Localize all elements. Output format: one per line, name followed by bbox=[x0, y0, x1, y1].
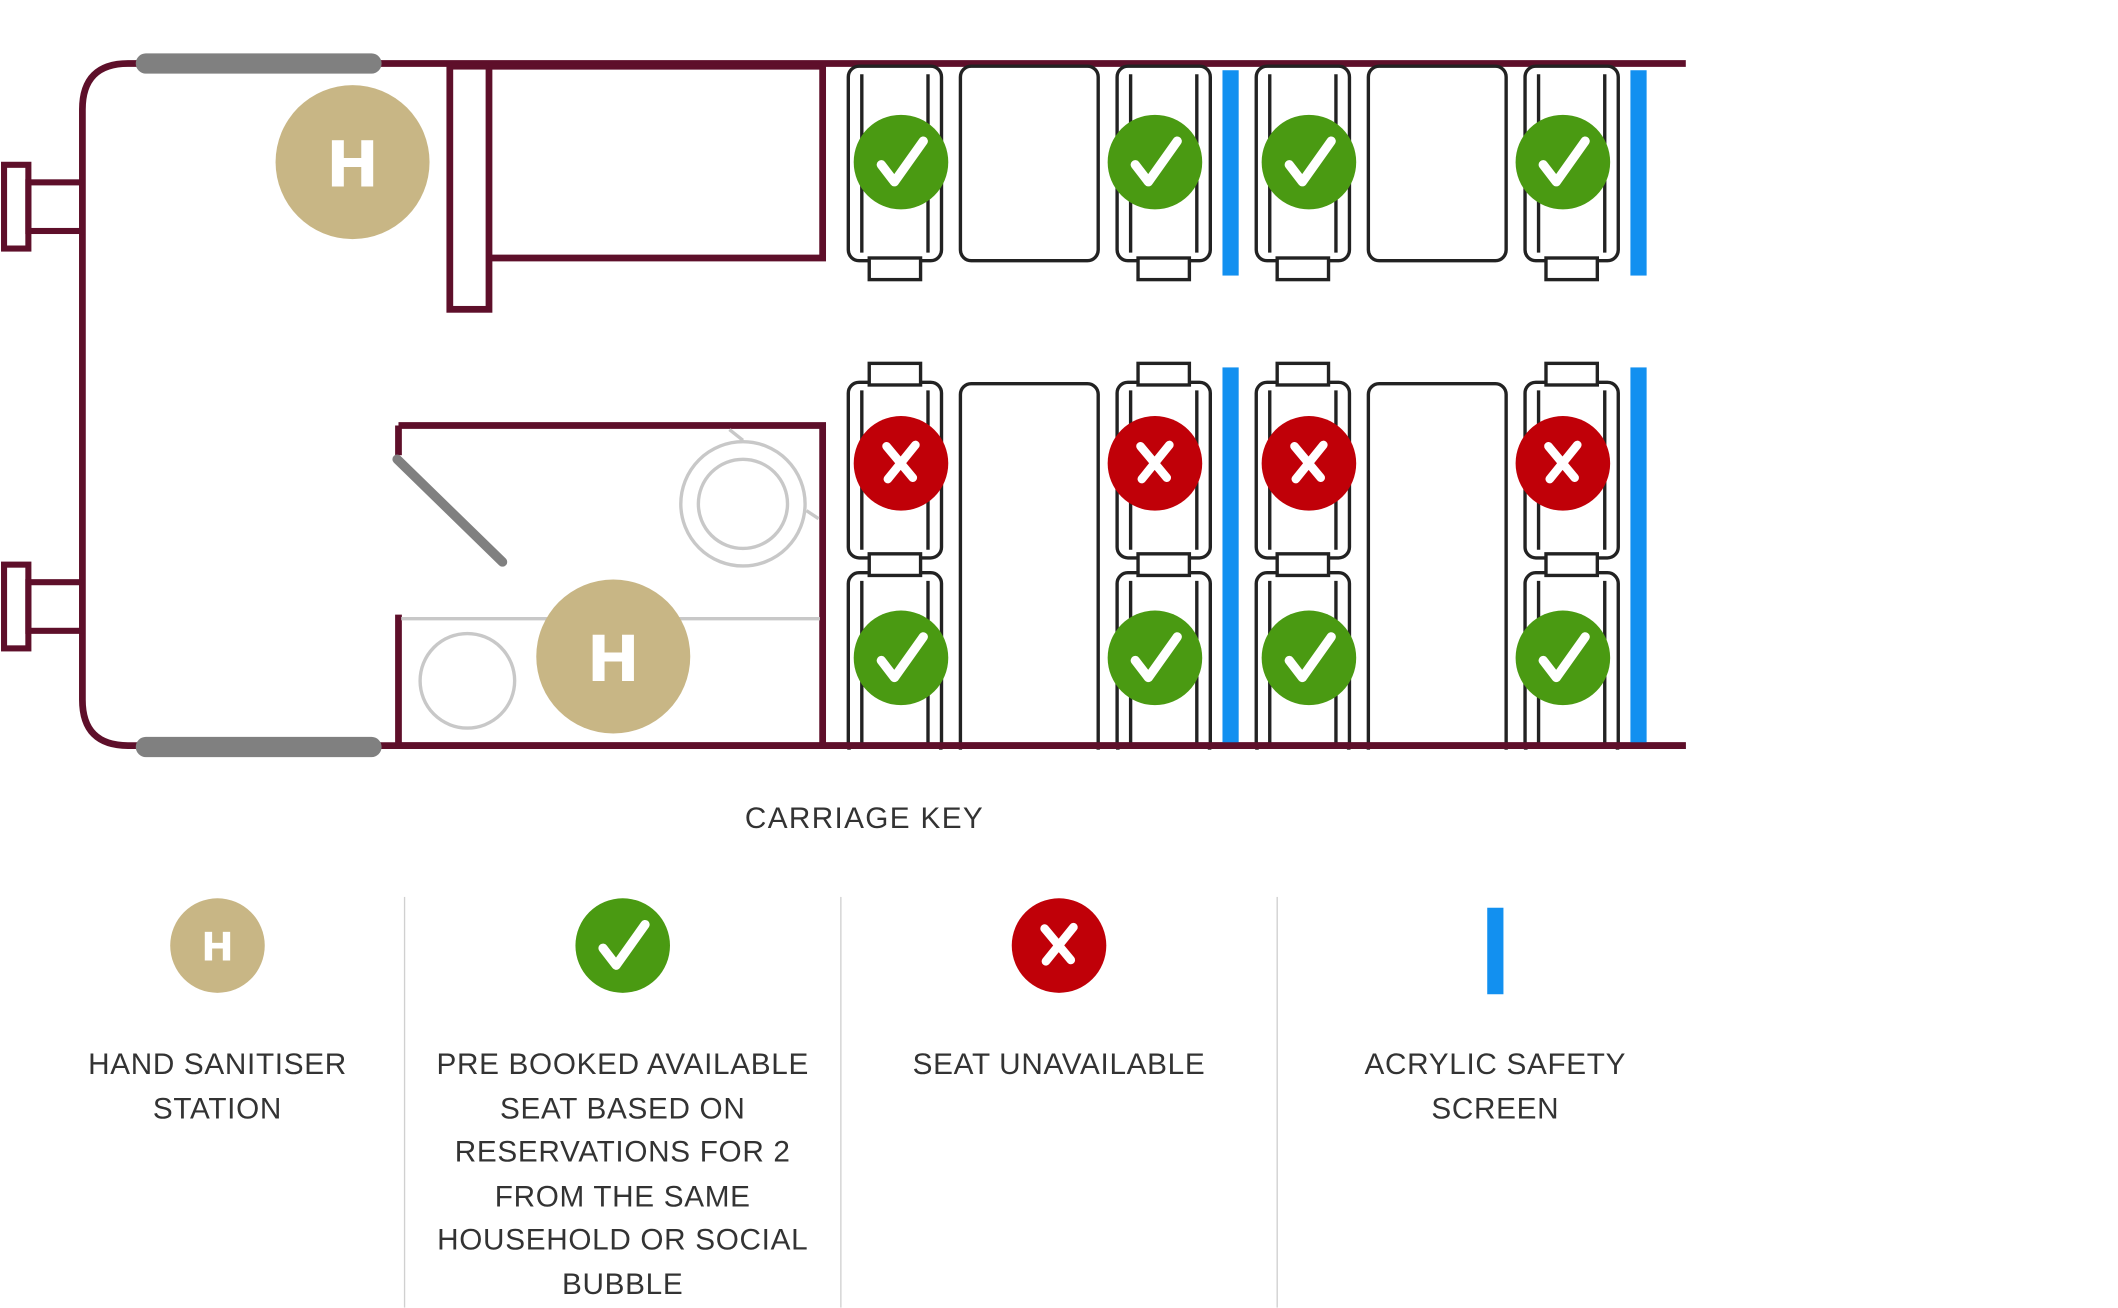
door-handles bbox=[135, 53, 382, 758]
table bbox=[958, 381, 1100, 764]
sanitiser-letter: H bbox=[201, 926, 233, 971]
sanitiser-h-icon: H bbox=[275, 85, 430, 240]
seating-bay bbox=[1254, 64, 1647, 764]
sanitiser-letter: H bbox=[587, 622, 640, 696]
cross-icon bbox=[1515, 416, 1611, 511]
toilet-compartment bbox=[392, 422, 827, 746]
check-icon bbox=[1107, 610, 1203, 706]
screen-bar-icon bbox=[1630, 70, 1647, 276]
key-label-screen: ACRYLIC SAFETY SCREEN bbox=[1364, 1046, 1627, 1125]
cross-icon bbox=[1261, 416, 1357, 511]
check-icon bbox=[853, 610, 949, 706]
couplers bbox=[1, 161, 86, 652]
sanitiser-letter: H bbox=[326, 128, 379, 202]
key-item-available: PRE BOOKED AVAILABLE SEAT BASED ON RESER… bbox=[403, 896, 840, 1308]
cross-icon bbox=[853, 416, 949, 511]
screen-bar-icon bbox=[1487, 907, 1504, 995]
key-title: CARRIAGE KEY bbox=[744, 801, 985, 835]
toilet-icon bbox=[679, 440, 807, 568]
check-icon bbox=[1261, 114, 1357, 210]
check-icon bbox=[575, 898, 670, 993]
check-icon bbox=[575, 898, 670, 993]
key-label-unavailable: SEAT UNAVAILABLE bbox=[912, 1046, 1206, 1081]
carriage-outline bbox=[79, 60, 1686, 750]
table bbox=[1366, 64, 1508, 263]
check-icon bbox=[853, 114, 949, 210]
sanitiser-h-icon: H bbox=[170, 898, 265, 993]
sanitiser-h-icon: H bbox=[536, 579, 691, 734]
seating-area bbox=[846, 64, 1647, 764]
luggage-rack bbox=[446, 62, 827, 313]
check-icon bbox=[1515, 114, 1611, 210]
cross-icon bbox=[1107, 416, 1203, 511]
cross-icon bbox=[1011, 898, 1107, 993]
seating-bay bbox=[846, 64, 1239, 764]
screen-bar-icon bbox=[1222, 70, 1239, 276]
check-icon bbox=[1261, 610, 1357, 706]
key-item-unavailable: SEAT UNAVAILABLE bbox=[840, 896, 1276, 1308]
key-item-sanitiser: H HAND SANITISER STATION bbox=[0, 897, 435, 1308]
table bbox=[1366, 381, 1508, 764]
seat bbox=[1523, 552, 1620, 759]
sink-icon bbox=[418, 631, 517, 730]
cross-icon bbox=[1011, 898, 1107, 993]
table bbox=[958, 64, 1100, 263]
screen-bar-icon bbox=[1630, 367, 1647, 746]
check-icon bbox=[1107, 114, 1203, 210]
key-label-sanitiser: HAND SANITISER STATION bbox=[88, 1046, 347, 1125]
sanitiser-h-icon: H bbox=[170, 898, 265, 993]
key-item-screen: ACRYLIC SAFETY SCREEN bbox=[1276, 896, 1713, 1308]
key-label-available: PRE BOOKED AVAILABLE SEAT BASED ON RESER… bbox=[436, 1046, 809, 1301]
screen-bar-icon bbox=[1487, 907, 1504, 995]
screen-bar-icon bbox=[1222, 367, 1239, 746]
check-icon bbox=[1515, 610, 1611, 706]
